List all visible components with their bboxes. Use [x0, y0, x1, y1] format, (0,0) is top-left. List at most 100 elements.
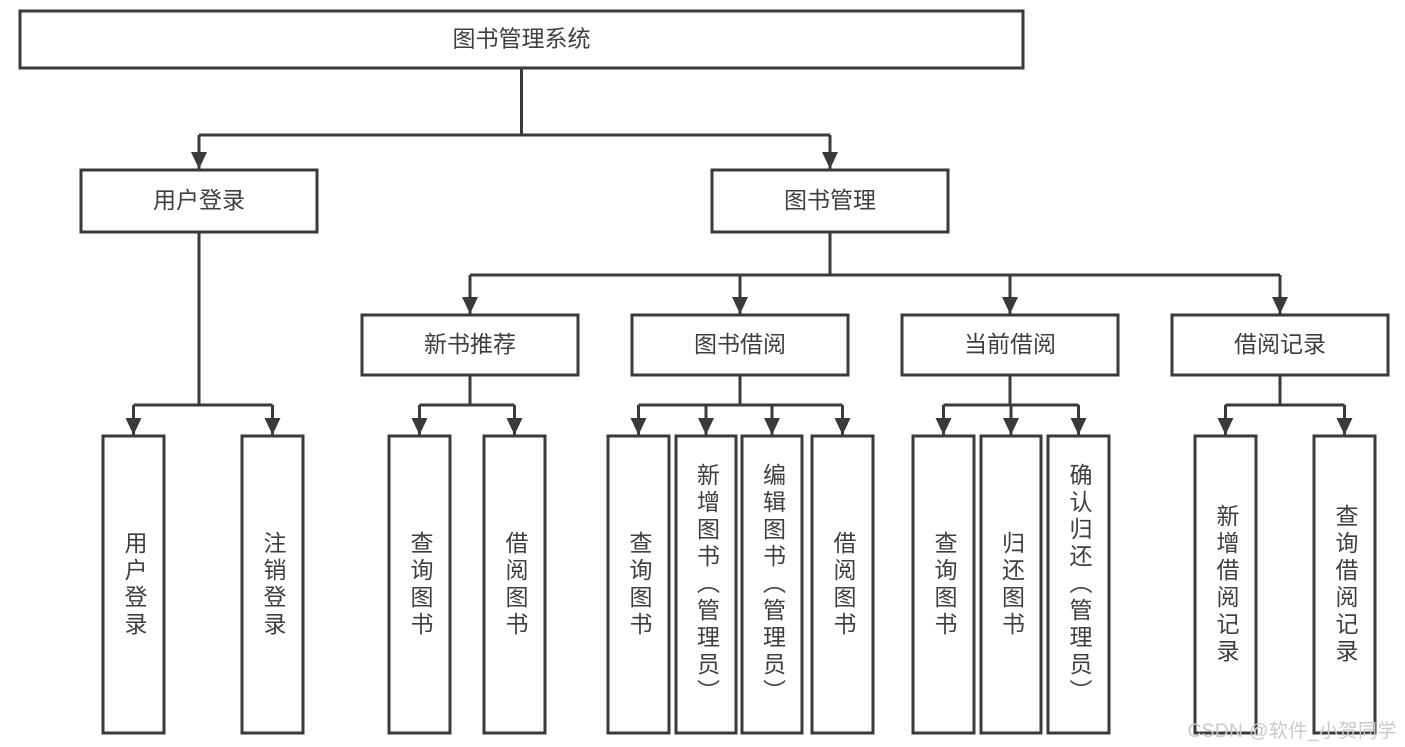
- node-label-user-login: 用户登录: [153, 187, 245, 213]
- node-box-leaf-logout: [240, 434, 305, 735]
- node-leaf-add-book[interactable]: 新增图书（管理员）: [674, 434, 738, 735]
- node-label-leaf-borrow-book: 借阅图书: [830, 530, 856, 639]
- node-label-wrap-leaf-add-book: 新增图书（管理员）: [693, 463, 720, 706]
- node-label-leaf-return-book: 归还图书: [998, 530, 1025, 639]
- arrow-head-icon: [630, 418, 647, 435]
- node-leaf-borrow-book-rec[interactable]: 借阅图书: [482, 434, 547, 735]
- edge-group-user-login: [125, 232, 281, 435]
- node-label-wrap-leaf-borrow-book: 借阅图书: [830, 530, 856, 639]
- node-label-leaf-user-login: 用户登录: [121, 530, 147, 639]
- arrow-head-icon: [1003, 418, 1019, 435]
- node-label-leaf-edit-book: 编辑图书（管理员）: [759, 463, 786, 706]
- edge-group-book-manage: [462, 232, 1288, 314]
- node-leaf-borrow-book[interactable]: 借阅图书: [810, 434, 875, 735]
- node-user-login[interactable]: 用户登录: [79, 168, 319, 234]
- edge-group-book-borrow: [630, 375, 851, 435]
- node-box-leaf-query-book: [606, 434, 671, 735]
- arrow-head-icon: [822, 152, 838, 169]
- node-box-root: [18, 9, 1025, 70]
- node-label-wrap-leaf-query-record: 查询借阅记录: [1332, 503, 1358, 666]
- node-label-wrap-leaf-logout: 注销登录: [260, 531, 286, 639]
- node-leaf-query-book[interactable]: 查询图书: [606, 434, 671, 735]
- node-box-leaf-user-login: [101, 434, 166, 735]
- node-leaf-query-book-cur[interactable]: 查询图书: [911, 434, 976, 735]
- node-label-wrap-leaf-query-book: 查询图书: [626, 530, 652, 639]
- node-box-current-borrow: [900, 313, 1120, 377]
- node-box-leaf-query-record: [1312, 434, 1377, 735]
- arrow-head-icon: [1070, 418, 1087, 435]
- node-label-leaf-query-book-rec: 查询图书: [407, 530, 433, 639]
- arrow-head-icon: [125, 418, 142, 435]
- node-label-wrap-leaf-borrow-book-rec: 借阅图书: [502, 530, 528, 639]
- node-box-leaf-confirm-return: [1046, 434, 1111, 735]
- node-box-leaf-add-record: [1193, 434, 1258, 735]
- node-box-leaf-query-book-rec: [387, 434, 452, 735]
- node-leaf-query-record[interactable]: 查询借阅记录: [1312, 434, 1377, 735]
- edge-group-root: [191, 68, 838, 169]
- edge-group-borrow-record: [1217, 375, 1353, 435]
- node-box-leaf-add-book: [674, 434, 738, 735]
- arrow-head-icon: [506, 418, 523, 435]
- node-label-leaf-borrow-book-rec: 借阅图书: [502, 530, 528, 639]
- arrow-head-icon: [1272, 297, 1288, 314]
- node-label-root: 图书管理系统: [453, 26, 591, 52]
- node-label-leaf-add-record: 新增借阅记录: [1213, 503, 1239, 666]
- node-label-book-manage: 图书管理: [784, 187, 876, 213]
- node-label-wrap-leaf-user-login: 用户登录: [121, 530, 147, 639]
- node-leaf-logout[interactable]: 注销登录: [240, 434, 305, 735]
- arrow-head-icon: [732, 297, 748, 314]
- node-book-borrow[interactable]: 图书借阅: [630, 313, 850, 377]
- arrow-head-icon: [411, 418, 428, 435]
- node-book-manage[interactable]: 图书管理: [710, 168, 950, 234]
- node-label-book-borrow: 图书借阅: [694, 331, 786, 357]
- edge-group-current-borrow: [935, 375, 1087, 435]
- node-box-leaf-borrow-book-rec: [482, 434, 547, 735]
- node-borrow-record[interactable]: 借阅记录: [1170, 313, 1390, 377]
- node-label-wrap-leaf-query-book-rec: 查询图书: [407, 530, 433, 639]
- arrow-head-icon: [764, 418, 780, 435]
- node-box-new-book-rec: [360, 313, 580, 377]
- node-box-book-borrow: [630, 313, 850, 377]
- node-label-wrap-leaf-return-book: 归还图书: [998, 530, 1025, 639]
- arrow-head-icon: [1217, 418, 1234, 435]
- node-label-current-borrow: 当前借阅: [964, 331, 1056, 357]
- node-box-book-manage: [710, 168, 950, 234]
- arrow-head-icon: [264, 418, 281, 435]
- arrow-head-icon: [1336, 418, 1353, 435]
- node-label-wrap-leaf-confirm-return: 确认归还（管理员）: [1066, 463, 1092, 706]
- node-box-borrow-record: [1170, 313, 1390, 377]
- node-label-wrap-leaf-add-record: 新增借阅记录: [1213, 503, 1239, 666]
- arrow-head-icon: [698, 418, 714, 435]
- node-leaf-edit-book[interactable]: 编辑图书（管理员）: [740, 434, 804, 735]
- node-current-borrow[interactable]: 当前借阅: [900, 313, 1120, 377]
- node-label-leaf-query-record: 查询借阅记录: [1332, 503, 1358, 666]
- node-label-leaf-add-book: 新增图书（管理员）: [693, 463, 720, 706]
- node-root[interactable]: 图书管理系统: [18, 9, 1025, 70]
- node-box-leaf-query-book-cur: [911, 434, 976, 735]
- edges-layer: [125, 68, 1353, 435]
- node-label-leaf-query-book: 查询图书: [626, 530, 652, 639]
- node-new-book-rec[interactable]: 新书推荐: [360, 313, 580, 377]
- node-box-user-login: [79, 168, 319, 234]
- node-leaf-return-book[interactable]: 归还图书: [979, 434, 1043, 735]
- edge-group-new-book-rec: [411, 375, 523, 435]
- node-box-leaf-return-book: [979, 434, 1043, 735]
- nodes-layer: 图书管理系统用户登录图书管理新书推荐图书借阅当前借阅借阅记录用户登录注销登录查询…: [18, 9, 1390, 735]
- arrow-head-icon: [462, 297, 478, 314]
- arrow-head-icon: [1002, 297, 1018, 314]
- node-leaf-add-record[interactable]: 新增借阅记录: [1193, 434, 1258, 735]
- node-label-leaf-confirm-return: 确认归还（管理员）: [1066, 463, 1092, 706]
- arrow-head-icon: [935, 418, 952, 435]
- arrow-head-icon: [834, 418, 851, 435]
- node-leaf-query-book-rec[interactable]: 查询图书: [387, 434, 452, 735]
- node-label-wrap-leaf-query-book-cur: 查询图书: [931, 530, 957, 639]
- node-label-borrow-record: 借阅记录: [1234, 331, 1326, 357]
- node-label-leaf-query-book-cur: 查询图书: [931, 530, 957, 639]
- node-leaf-confirm-return[interactable]: 确认归还（管理员）: [1046, 434, 1111, 735]
- node-label-new-book-rec: 新书推荐: [424, 331, 516, 357]
- node-box-leaf-borrow-book: [810, 434, 875, 735]
- node-leaf-user-login[interactable]: 用户登录: [101, 434, 166, 735]
- node-box-leaf-edit-book: [740, 434, 804, 735]
